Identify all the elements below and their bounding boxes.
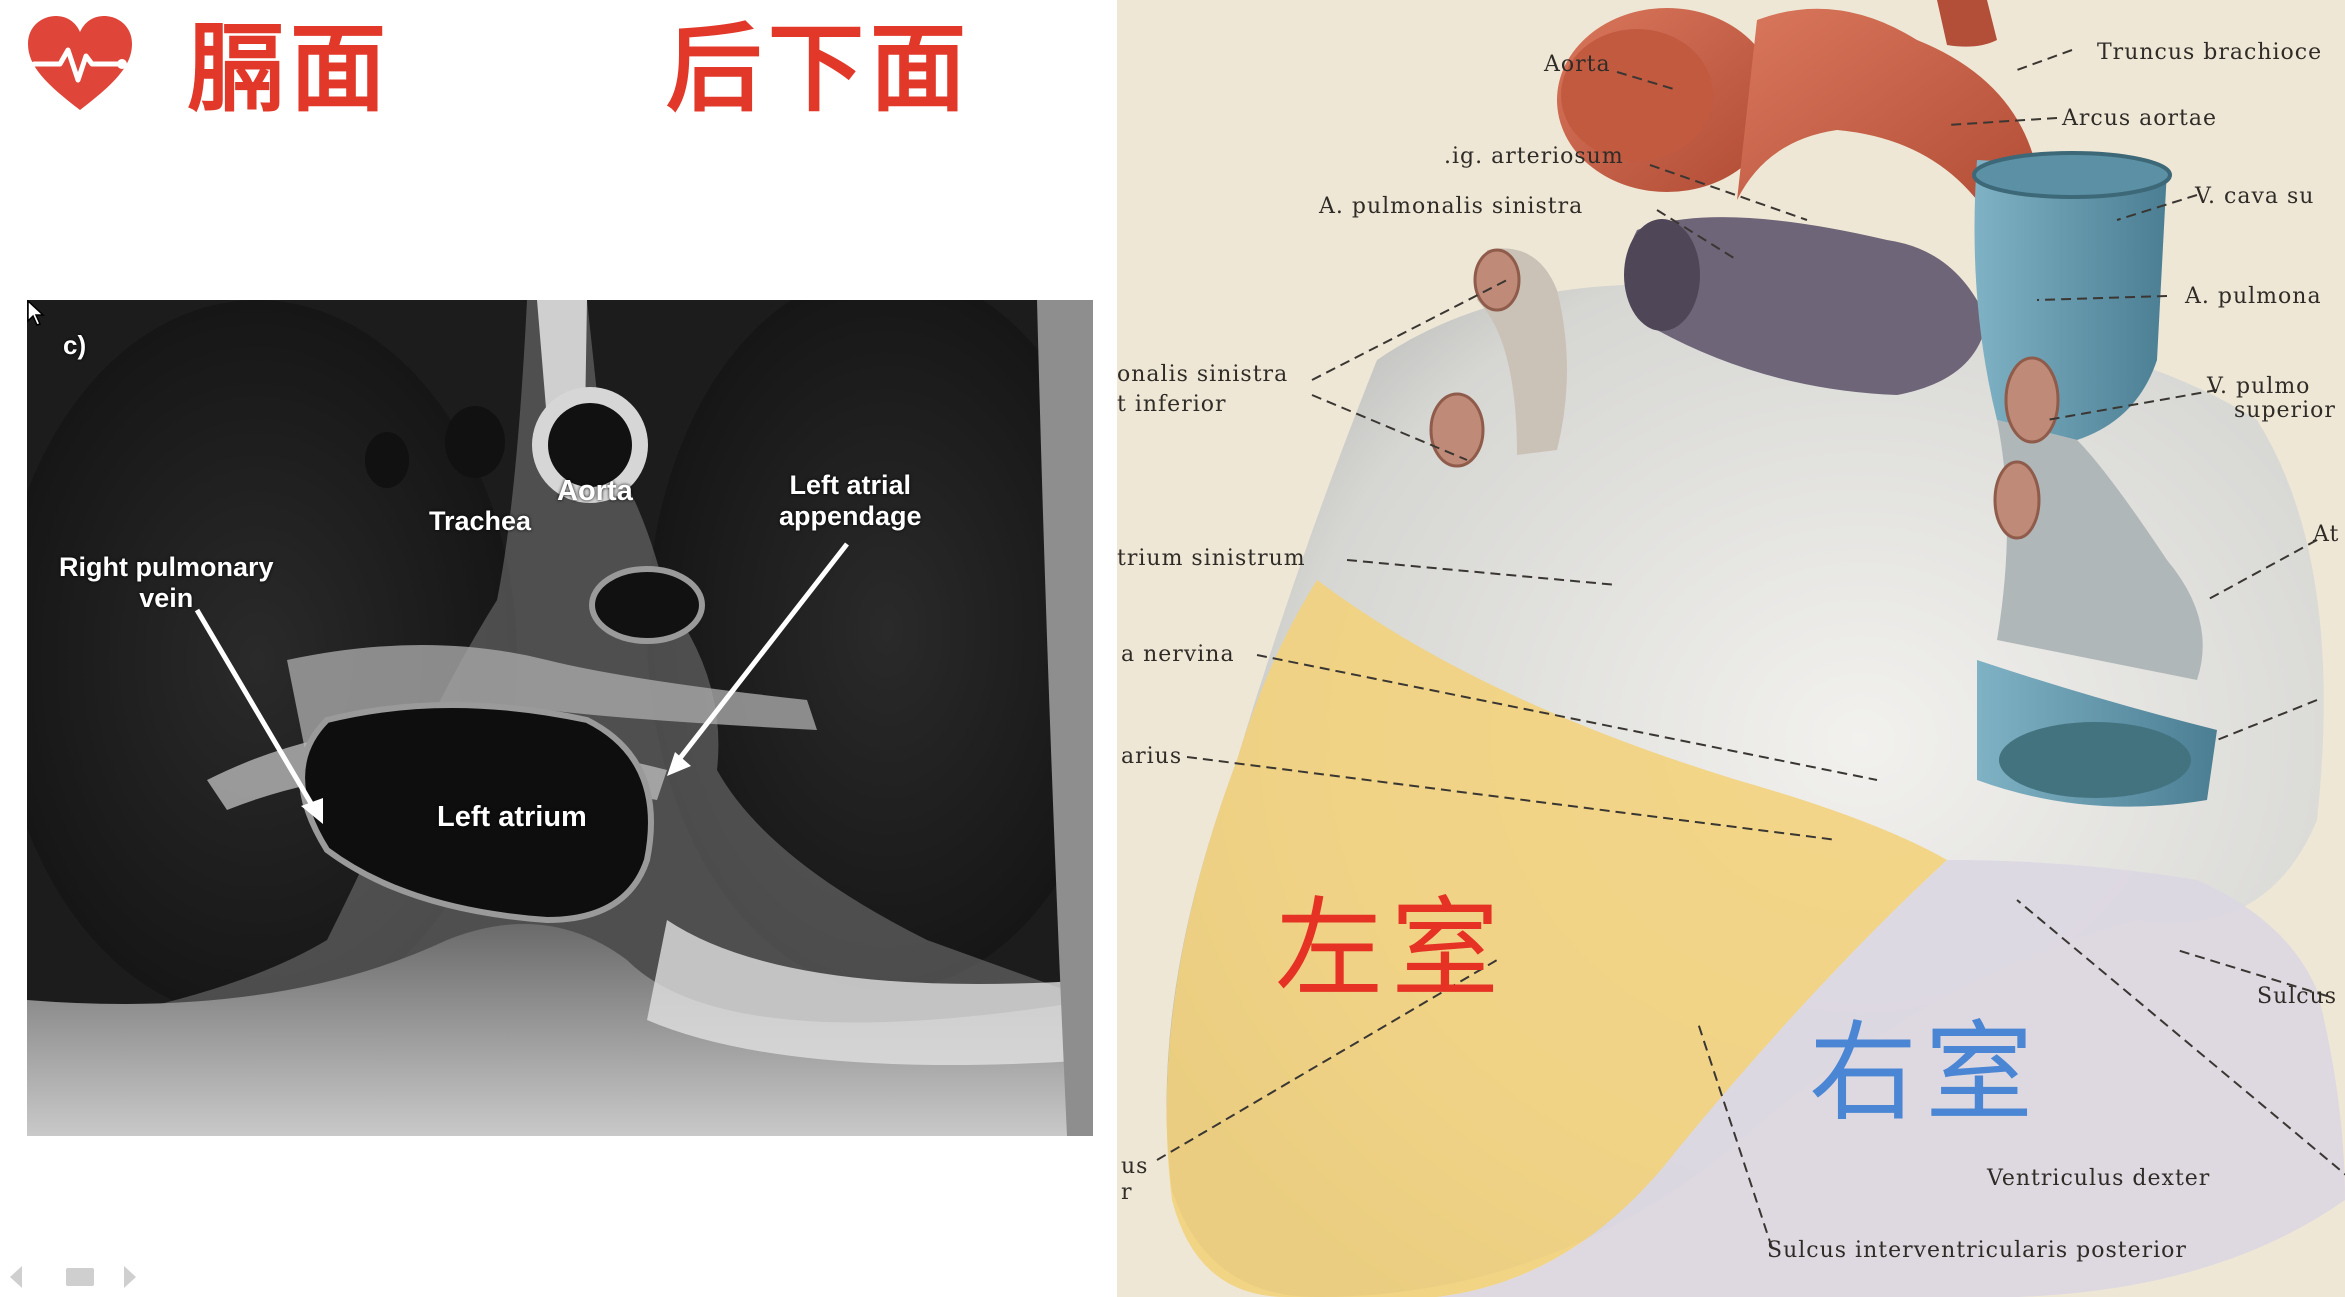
ct-label-left-atrium: Left atrium xyxy=(437,801,587,833)
atlas-label-sulcus-interventricularis: Sulcus interventricularis posterior xyxy=(1767,1238,2187,1263)
atlas-label-v-cava: V. cava su xyxy=(2195,184,2315,209)
atlas-label-a-pulmonalis: A. pulmona xyxy=(2185,284,2322,309)
heart-pulse-icon xyxy=(28,16,132,110)
atlas-label-us: us xyxy=(1121,1154,1149,1179)
atlas-label-truncus: Truncus brachioce xyxy=(2097,40,2323,65)
slide-title-posteroinferior: 后下面 xyxy=(666,12,972,125)
ct-image-panel: c) Aorta Trachea Left atrial appendage R… xyxy=(27,300,1093,1136)
atlas-label-ventriculus-dexter: Ventriculus dexter xyxy=(1987,1166,2211,1191)
atlas-label-v-pulmonalis-sinistra: onalis sinistra xyxy=(1117,362,1289,387)
ct-label-right-pulmonary-vein: Right pulmonary vein xyxy=(59,552,274,613)
prev-slide-icon xyxy=(10,1266,22,1288)
next-slide-icon xyxy=(124,1266,136,1288)
atlas-label-superior: superior xyxy=(2234,398,2336,423)
atlas-label-aorta: Aorta xyxy=(1544,52,1611,77)
atlas-label-atrium-sinistrum: trium sinistrum xyxy=(1117,546,1306,571)
ct-panel-id: c) xyxy=(63,330,87,360)
heart-posterior-illustration xyxy=(1117,0,2345,1297)
ct-label-aorta: Aorta xyxy=(557,475,633,507)
ct-label-left-atrial-appendage: Left atrial appendage xyxy=(779,470,922,531)
slide-left-pane: 膈面 后下面 xyxy=(0,0,1117,1297)
region-label-left-ventricle: 左室 xyxy=(1275,887,1508,1012)
atlas-label-arcus-aortae: Arcus aortae xyxy=(2062,106,2218,131)
ct-scan-image xyxy=(27,300,1093,1136)
slide-title-diaphragmatic: 膈面 xyxy=(188,12,392,125)
anatomy-atlas-image: Aorta Truncus brachioce Arcus aortae .ig… xyxy=(1117,0,2345,1297)
region-label-right-ventricle: 右室 xyxy=(1809,1011,2042,1136)
slides-menu-icon xyxy=(66,1268,94,1286)
atlas-label-r: r xyxy=(1121,1180,1133,1205)
atlas-label-nervina: a nervina xyxy=(1121,642,1235,667)
atlas-label-sulcus: Sulcus xyxy=(2257,984,2338,1009)
atlas-label-atrium-right: At xyxy=(2313,522,2340,547)
atlas-label-inferior: t inferior xyxy=(1117,392,1227,417)
atlas-label-a-pulmonalis-sinistra: A. pulmonalis sinistra xyxy=(1319,194,1584,219)
atlas-label-arius: arius xyxy=(1121,744,1183,769)
ct-label-trachea: Trachea xyxy=(429,506,532,536)
slide-controls[interactable] xyxy=(6,1262,156,1292)
atlas-label-lig-arteriosum: .ig. arteriosum xyxy=(1444,144,1624,169)
mouse-cursor-icon xyxy=(27,300,45,326)
atlas-label-v-pulmonalis: V. pulmo xyxy=(2207,374,2311,399)
